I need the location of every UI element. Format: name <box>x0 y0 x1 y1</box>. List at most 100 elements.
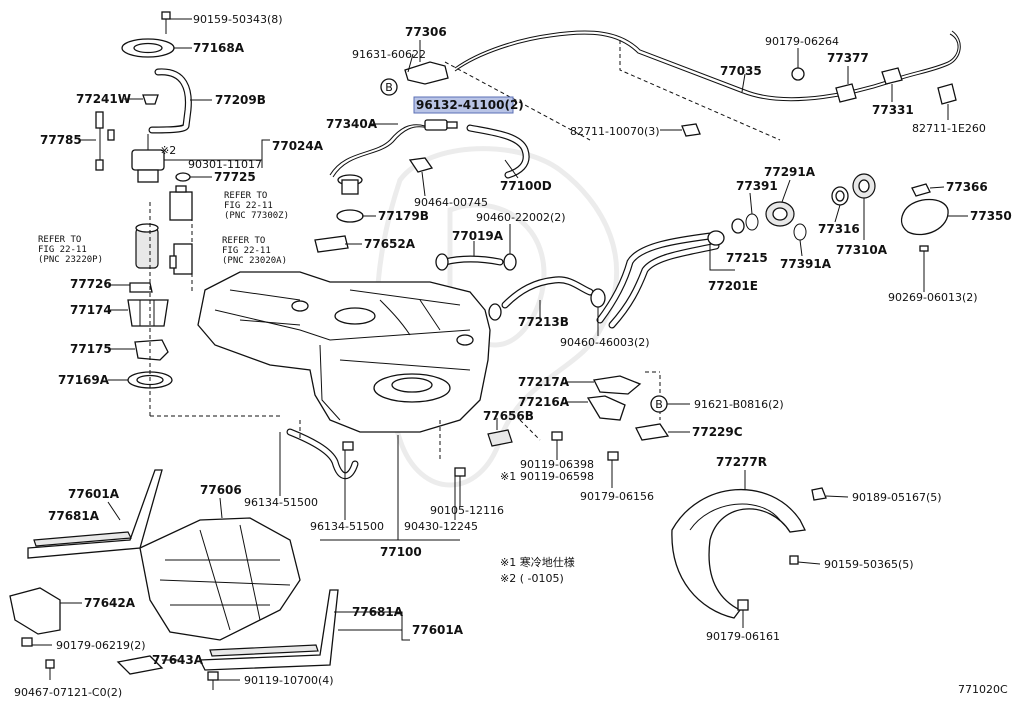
sender-unit-77300Z[interactable] <box>169 185 193 221</box>
hose-77213B[interactable] <box>501 276 594 309</box>
part-label-highlighted[interactable]: 96132-41100(2) <box>416 98 524 112</box>
part-label[interactable]: 77215 <box>726 251 768 265</box>
tank-band-cushion-77681A-rear[interactable] <box>209 644 319 657</box>
tank-band-cushion-77681A[interactable] <box>33 531 132 547</box>
valve-77306[interactable] <box>404 61 449 85</box>
part-label[interactable]: 90159-50343(8) <box>193 13 283 26</box>
clamp-82711-1E260[interactable] <box>937 83 957 105</box>
part-label[interactable]: 77726 <box>70 277 112 291</box>
part-label[interactable]: 77019A <box>452 229 504 243</box>
part-label[interactable]: 90467-07121-C0(2) <box>14 686 122 699</box>
part-label[interactable]: 82711-1E260 <box>912 122 986 135</box>
part-label[interactable]: 77391 <box>736 179 778 193</box>
bolt-90119-10700[interactable] <box>207 671 219 690</box>
part-label[interactable]: 90269-06013(2) <box>888 291 978 304</box>
pump-bracket-23020A[interactable] <box>169 243 193 275</box>
fuel-tube-77209B[interactable] <box>148 68 192 134</box>
part-label[interactable]: 91621-B0816(2) <box>694 398 784 411</box>
part-label[interactable]: 77331 <box>872 103 914 117</box>
part-label[interactable]: 77213B <box>518 315 569 329</box>
hose-77019A[interactable] <box>441 255 504 266</box>
fuel-cap-77310A[interactable] <box>852 173 876 199</box>
part-label[interactable]: 77350 <box>970 209 1012 223</box>
nut-90179-06161[interactable] <box>737 599 749 611</box>
part-label[interactable]: 77601A <box>412 623 464 637</box>
valve-90464-00745[interactable] <box>408 157 434 173</box>
part-label[interactable]: 90119-10700(4) <box>244 674 334 687</box>
protector-77606[interactable] <box>139 517 301 641</box>
grommet-77179B[interactable] <box>336 174 364 223</box>
part-label[interactable]: 96134-51500 <box>244 496 318 509</box>
gasket-77725[interactable] <box>175 172 191 182</box>
fuel-pump-bracket-77024A[interactable] <box>131 134 165 183</box>
part-label[interactable]: 77652A <box>364 237 416 251</box>
clamp-82711-10070[interactable] <box>681 123 701 137</box>
clamp-90460-22002[interactable] <box>435 253 517 271</box>
part-label[interactable]: 96134-51500 <box>310 520 384 533</box>
clamp-90460-46003[interactable] <box>488 288 606 321</box>
fuel-tank-77100[interactable] <box>197 271 491 433</box>
bracket-77217A[interactable] <box>593 375 642 395</box>
hinge-77366[interactable] <box>911 183 931 197</box>
clip-90430-12245[interactable] <box>342 441 354 451</box>
cable-77035[interactable] <box>454 30 961 102</box>
cushion-77726[interactable] <box>129 282 153 293</box>
part-label[interactable]: 77366 <box>946 180 988 194</box>
part-label[interactable]: 77174 <box>70 303 112 317</box>
part-label[interactable]: 90430-12245 <box>404 520 478 533</box>
gauge-wire-77785[interactable] <box>95 111 115 171</box>
part-label[interactable]: 77277R <box>716 455 767 469</box>
fuel-pump-23220P[interactable] <box>135 223 159 269</box>
protector-77642A[interactable] <box>9 587 61 635</box>
part-label[interactable]: 90179-06161 <box>706 630 780 643</box>
cover-77175[interactable] <box>134 339 169 361</box>
clamp-77241W[interactable] <box>142 94 159 105</box>
part-label[interactable]: 77229C <box>692 425 743 439</box>
part-label[interactable]: 77201E <box>708 279 758 293</box>
part-label[interactable]: 90189-05167(5) <box>852 491 942 504</box>
part-label[interactable]: 77656B <box>483 409 534 423</box>
part-label[interactable]: 90464-00745 <box>414 196 488 209</box>
part-label[interactable]: 77291A <box>764 165 816 179</box>
part-label[interactable]: 77601A <box>68 487 120 501</box>
part-label[interactable]: 77681A <box>48 509 100 523</box>
bracket-77377[interactable] <box>835 83 857 103</box>
part-label[interactable]: 90301-11017 <box>188 158 262 171</box>
part-label[interactable]: 90179-06264 <box>765 35 839 48</box>
screw-90269-06013[interactable] <box>919 245 929 262</box>
part-label[interactable]: 77100 <box>380 545 422 559</box>
bolt-90105-12116[interactable] <box>454 467 466 486</box>
clip-90189-05167[interactable] <box>811 487 827 501</box>
part-label[interactable]: 77035 <box>720 64 762 78</box>
part-label[interactable]: 77642A <box>84 596 136 610</box>
part-label[interactable]: 90159-50365(5) <box>824 558 914 571</box>
part-label[interactable]: 90460-46003(2) <box>560 336 650 349</box>
bolt-90159-50343[interactable] <box>161 11 171 34</box>
hose-77340A[interactable] <box>329 124 429 178</box>
part-label[interactable]: 90179-06156 <box>580 490 654 503</box>
pad-77652A[interactable] <box>314 235 349 253</box>
filler-pipe-77201E[interactable] <box>596 230 725 329</box>
part-label[interactable]: 77175 <box>70 342 112 356</box>
ring-77391[interactable] <box>745 213 759 231</box>
protector-77643A[interactable] <box>116 655 164 675</box>
bracket-77216A[interactable] <box>586 395 626 421</box>
part-label[interactable]: 77785 <box>40 133 82 147</box>
gasket-77316[interactable] <box>831 186 849 206</box>
tank-band-77601A-front[interactable] <box>27 469 163 559</box>
gasket-77215[interactable] <box>731 218 745 234</box>
part-label[interactable]: 77377 <box>827 51 869 65</box>
fender-liner-77277R[interactable] <box>671 489 806 619</box>
part-label[interactable]: 77340A <box>326 117 378 131</box>
part-label[interactable]: 77681A <box>352 605 404 619</box>
part-label[interactable]: 77179B <box>378 209 429 223</box>
part-label[interactable]: 90460-22002(2) <box>476 211 566 224</box>
hose-96134-51500[interactable] <box>286 428 359 480</box>
part-label[interactable]: 77725 <box>214 170 256 184</box>
part-label[interactable]: 77606 <box>200 483 242 497</box>
screw-90159-50365[interactable] <box>789 555 799 565</box>
part-label[interactable]: 77643A <box>152 653 204 667</box>
part-label[interactable]: 77316 <box>818 222 860 236</box>
part-label[interactable]: 77310A <box>836 243 888 257</box>
part-label[interactable]: 90119-06598 <box>520 470 594 483</box>
